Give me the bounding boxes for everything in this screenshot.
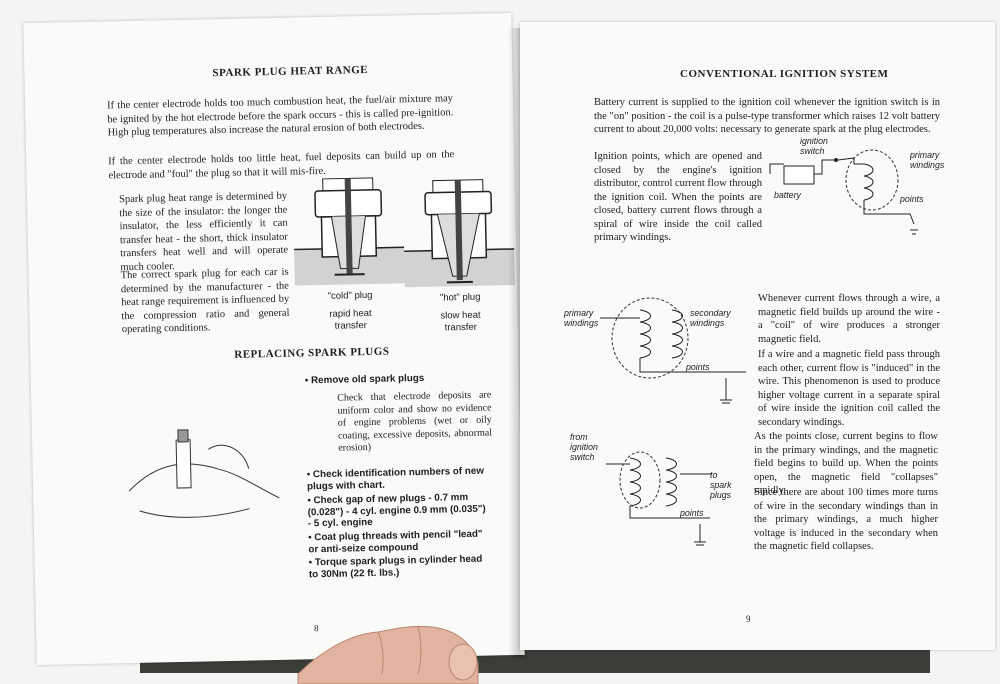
ignition-circuit-diagram (769, 149, 918, 235)
ignition-para3: Whenever current flows through a wire, a… (758, 293, 940, 345)
bullet-coat-threads: • Coat plug threads with pencil "lead" o… (308, 528, 483, 555)
bullet-check-id: • Check identification numbers of new pl… (306, 465, 485, 492)
heat-range-para3: Spark plug heat range is determined by t… (118, 190, 289, 273)
hot-plug-sublabel: slow heat transfer (440, 309, 481, 334)
hand-plug-sketch (128, 429, 280, 518)
bullet-coat-threads-text: Coat plug threads with pencil "lead" or … (308, 528, 483, 555)
bullet-remove-plugs-body: Check that electrode deposits are unifor… (337, 389, 493, 454)
left-page: SPARK PLUG HEAT RANGE If the center elec… (23, 12, 525, 666)
ignition-para4: If a wire and a magnetic field pass thro… (758, 349, 940, 428)
label-from-ignition-switch: from ignition switch (570, 432, 598, 462)
heat-range-heading: SPARK PLUG HEAT RANGE (212, 63, 369, 80)
ignition-para1: Battery current is supplied to the ignit… (594, 97, 940, 135)
cold-plug-illustration (294, 177, 405, 286)
label-points-1: points (900, 194, 924, 204)
heat-range-para4: The correct spark plug for each car is d… (120, 266, 290, 336)
label-secondary-windings: secondary windings (690, 308, 731, 328)
heat-range-para1: If the center electrode holds too much c… (106, 93, 454, 139)
bullet-check-id-text: Check identification numbers of new plug… (306, 465, 485, 492)
right-page: CONVENTIONAL IGNITION SYSTEM Battery cur… (520, 22, 995, 650)
bullet-remove-plugs-text: Remove old spark plugs (310, 372, 425, 387)
bullet-torque: • Torque spark plugs in cylinder head to… (308, 553, 483, 580)
ignition-para2: Ignition points, which are opened and cl… (594, 151, 762, 243)
label-ignition-switch: ignition switch (800, 136, 828, 156)
bullet-remove-plugs: • Remove old spark plugs (304, 372, 425, 387)
hand-photo (297, 625, 479, 684)
replacing-heading: REPLACING SPARK PLUGS (234, 345, 390, 361)
ignition-para6: Since there are about 100 times more tur… (754, 487, 938, 552)
hot-plug-label: "hot" plug (439, 291, 481, 304)
cold-plug-sublabel: rapid heat transfer (329, 307, 372, 332)
label-battery: battery (774, 190, 801, 200)
cold-plug-label: "cold" plug (327, 289, 373, 302)
bullet-check-gap-text: Check gap of new plugs - 0.7 mm (0.028")… (307, 491, 486, 530)
bullet-torque-text: Torque spark plugs in cylinder head to 3… (308, 553, 483, 580)
ignition-para5: As the points close, current begins to f… (754, 431, 938, 496)
collapsing-field-diagram (606, 451, 712, 546)
bullet-check-gap: • Check gap of new plugs - 0.7 mm (0.028… (307, 491, 486, 530)
label-to-spark-plugs: to spark plugs (710, 470, 732, 500)
ignition-heading: CONVENTIONAL IGNITION SYSTEM (680, 68, 889, 80)
label-points-3: points (680, 508, 704, 518)
label-primary-windings-1: primary windings (910, 150, 945, 170)
magnetic-field-diagram (600, 297, 746, 404)
page-number-right: 9 (746, 614, 751, 624)
label-primary-windings-2: primary windings (564, 308, 599, 328)
hot-plug-illustration (404, 179, 515, 288)
label-points-2: points (686, 362, 710, 372)
